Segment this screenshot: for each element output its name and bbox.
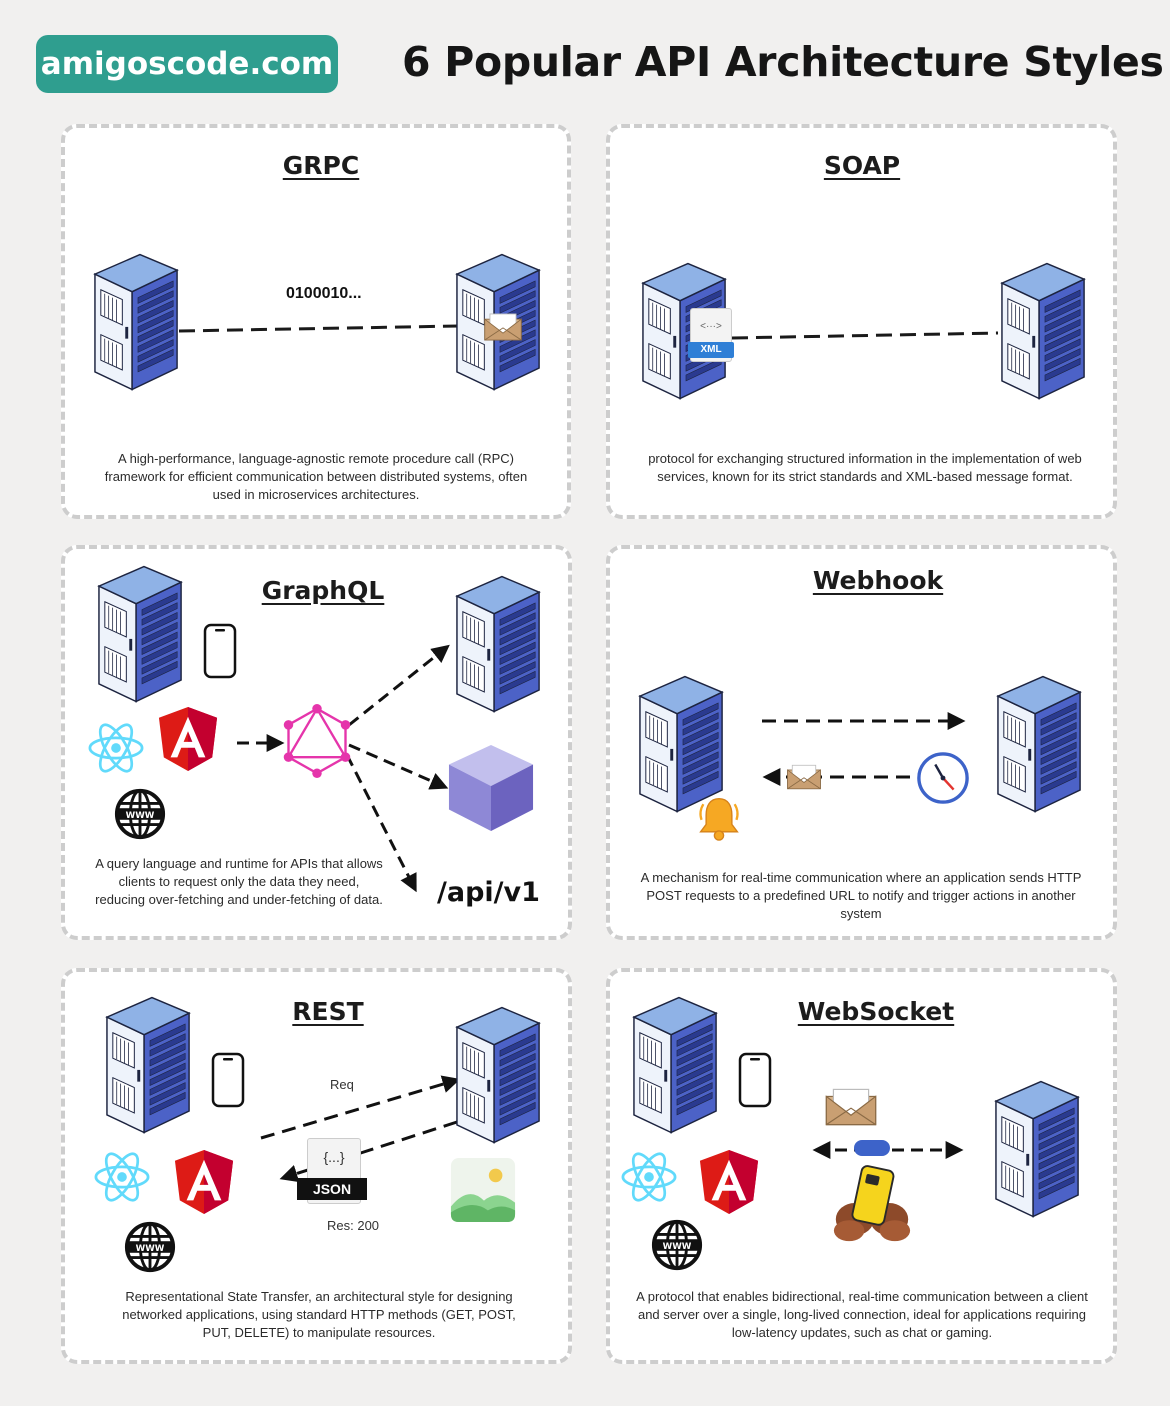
- rest-request-label: Req: [330, 1077, 354, 1092]
- websocket-envelope-icon: [824, 1086, 878, 1128]
- rest-react-icon: [93, 1148, 151, 1206]
- soap-connection: [610, 128, 1113, 515]
- panel-graphql: GraphQL /api/v1 A query language and run…: [61, 545, 572, 940]
- rest-json-badge: JSON: [297, 1178, 367, 1200]
- websocket-server-icon: [994, 1080, 1082, 1220]
- panel-title-grpc: GRPC: [282, 151, 360, 180]
- webhook-clock-icon: [916, 751, 970, 805]
- websocket-description: A protocol that enables bidirectional, r…: [636, 1289, 1088, 1340]
- panel-title-soap: SOAP: [823, 151, 901, 180]
- websocket-angular-icon: [698, 1148, 760, 1216]
- graphql-logo-icon: [279, 703, 355, 779]
- graphql-description: A query language and runtime for APIs th…: [95, 856, 383, 907]
- panel-websocket: WebSocket A protocol that enables bidire…: [606, 968, 1117, 1364]
- panel-rest: REST Req {...} JSON Res: 200 Representat…: [61, 968, 572, 1364]
- graphql-endpoint-label: /api/v1: [437, 877, 540, 908]
- panel-title-rest: REST: [292, 997, 364, 1026]
- panel-webhook: Webhook A mechanism for real-time commun…: [606, 545, 1117, 940]
- webhook-envelope-icon: [786, 763, 822, 791]
- panel-grpc: GRPC 0100010... A high-performance, lang…: [61, 124, 571, 519]
- graphql-client-server-icon: [97, 565, 185, 705]
- panel-soap: SOAP <···> XML protocol for exchanging s…: [606, 124, 1117, 519]
- websocket-react-icon: [620, 1148, 678, 1206]
- grpc-envelope-icon: [483, 312, 523, 342]
- soap-remote-server-icon: [1000, 262, 1088, 402]
- websocket-hands-phone-icon: [832, 1164, 912, 1244]
- webhook-source-server-icon: [638, 675, 726, 815]
- grpc-description: A high-performance, language-agnostic re…: [104, 451, 528, 502]
- page-title: 6 Popular API Architecture Styles: [402, 38, 1164, 86]
- rest-arrows: [65, 972, 568, 1360]
- panel-title-graphql: GraphQL: [261, 576, 385, 605]
- rest-json-glyph: {...}: [323, 1149, 345, 1165]
- soap-xml-badge: XML: [688, 342, 734, 358]
- rest-www-icon: [123, 1220, 177, 1274]
- rest-response-label: Res: 200: [327, 1218, 380, 1233]
- websocket-www-icon: [650, 1218, 704, 1272]
- webhook-target-server-icon: [996, 675, 1084, 815]
- websocket-arrow: [610, 972, 1113, 1360]
- rest-image-icon: [449, 1156, 517, 1224]
- soap-description: protocol for exchanging structured infor…: [648, 451, 1082, 484]
- rest-description: Representational State Transfer, an arch…: [122, 1289, 516, 1340]
- rest-phone-icon: [211, 1052, 245, 1108]
- graphql-angular-icon: [157, 705, 219, 773]
- grpc-payload-label: 0100010...: [286, 285, 362, 302]
- grpc-client-server-icon: [93, 253, 181, 393]
- graphql-react-icon: [87, 719, 145, 777]
- graphql-target-server-icon: [455, 575, 543, 715]
- soap-doc-glyph: <···>: [700, 321, 722, 332]
- webhook-bell-icon: [696, 795, 742, 841]
- websocket-client-server-icon: [632, 996, 720, 1136]
- webhook-description: A mechanism for real-time communication …: [640, 870, 1082, 921]
- websocket-phone-icon: [738, 1052, 772, 1108]
- rest-server-icon: [455, 1006, 543, 1146]
- graphql-phone-icon: [203, 623, 237, 679]
- rest-angular-icon: [173, 1148, 235, 1216]
- graphql-arrows: [65, 549, 568, 936]
- graphql-www-icon: [113, 787, 167, 841]
- panel-title-webhook: Webhook: [812, 566, 944, 595]
- panel-title-websocket: WebSocket: [797, 997, 955, 1026]
- rest-client-server-icon: [105, 996, 193, 1136]
- graphql-database-cube-icon: [447, 743, 535, 833]
- brand-badge[interactable]: amigoscode.com: [36, 35, 338, 93]
